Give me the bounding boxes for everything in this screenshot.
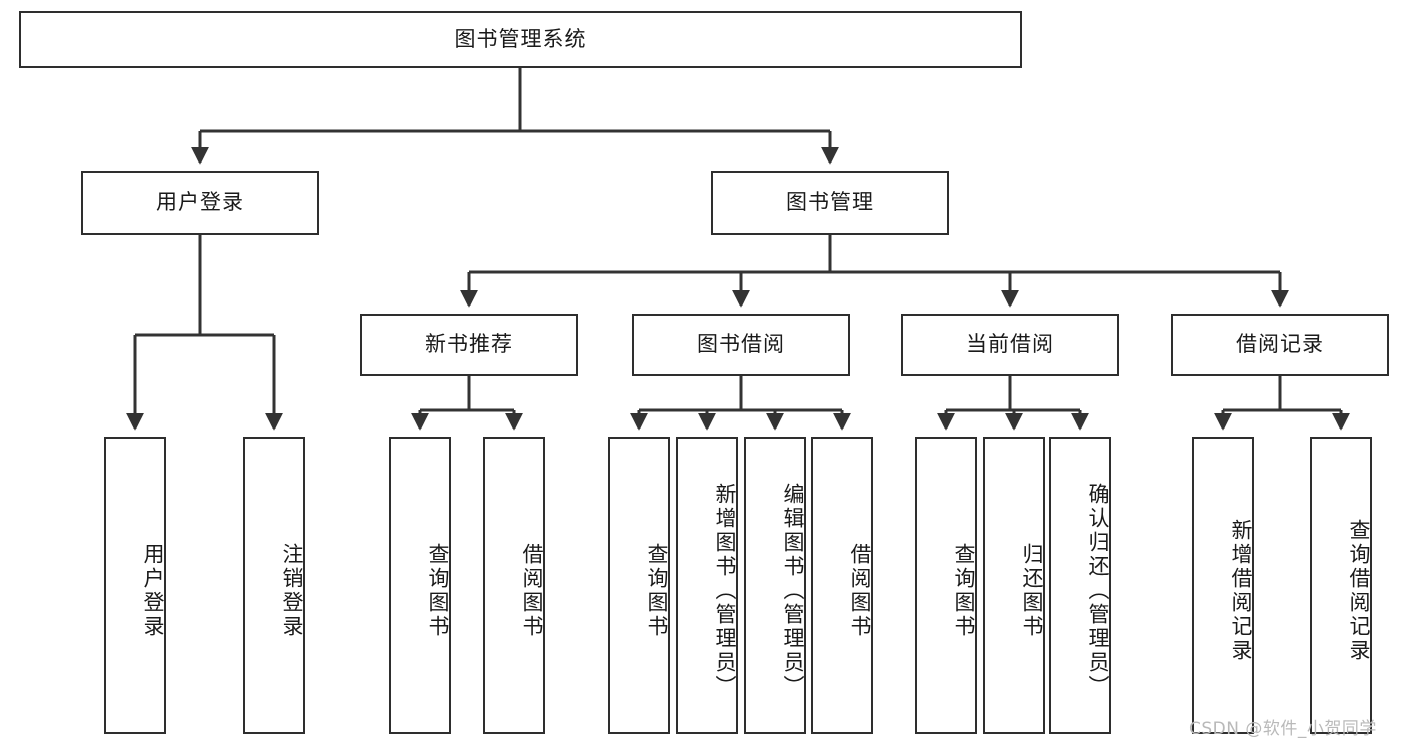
leaf-add-borrow-record[interactable]: 新增借阅记录 [1192,437,1254,734]
leaf-logout[interactable]: 注销登录 [243,437,305,734]
leaf-query-book-current[interactable]: 查询图书 [915,437,977,734]
leaf-query-borrow-record[interactable]: 查询借阅记录 [1310,437,1372,734]
leaf-edit-book-admin[interactable]: 编辑图书（管理员） [744,437,806,734]
leaf-user-login[interactable]: 用户登录 [104,437,166,734]
leaf-borrow-book[interactable]: 借阅图书 [811,437,873,734]
node-new-book-recommend[interactable]: 新书推荐 [360,314,578,376]
leaf-return-book[interactable]: 归还图书 [983,437,1045,734]
node-user-login[interactable]: 用户登录 [81,171,319,235]
watermark-text: CSDN @软件_小贺同学 [1189,719,1377,739]
leaf-query-book-borrow[interactable]: 查询图书 [608,437,670,734]
node-borrow-record[interactable]: 借阅记录 [1171,314,1389,376]
leaf-query-book-recommend[interactable]: 查询图书 [389,437,451,734]
node-current-borrow[interactable]: 当前借阅 [901,314,1119,376]
leaf-add-book-admin[interactable]: 新增图书（管理员） [676,437,738,734]
node-book-management[interactable]: 图书管理 [711,171,949,235]
node-root[interactable]: 图书管理系统 [19,11,1022,68]
leaf-confirm-return-admin[interactable]: 确认归还（管理员） [1049,437,1111,734]
node-book-borrow[interactable]: 图书借阅 [632,314,850,376]
leaf-borrow-book-recommend[interactable]: 借阅图书 [483,437,545,734]
